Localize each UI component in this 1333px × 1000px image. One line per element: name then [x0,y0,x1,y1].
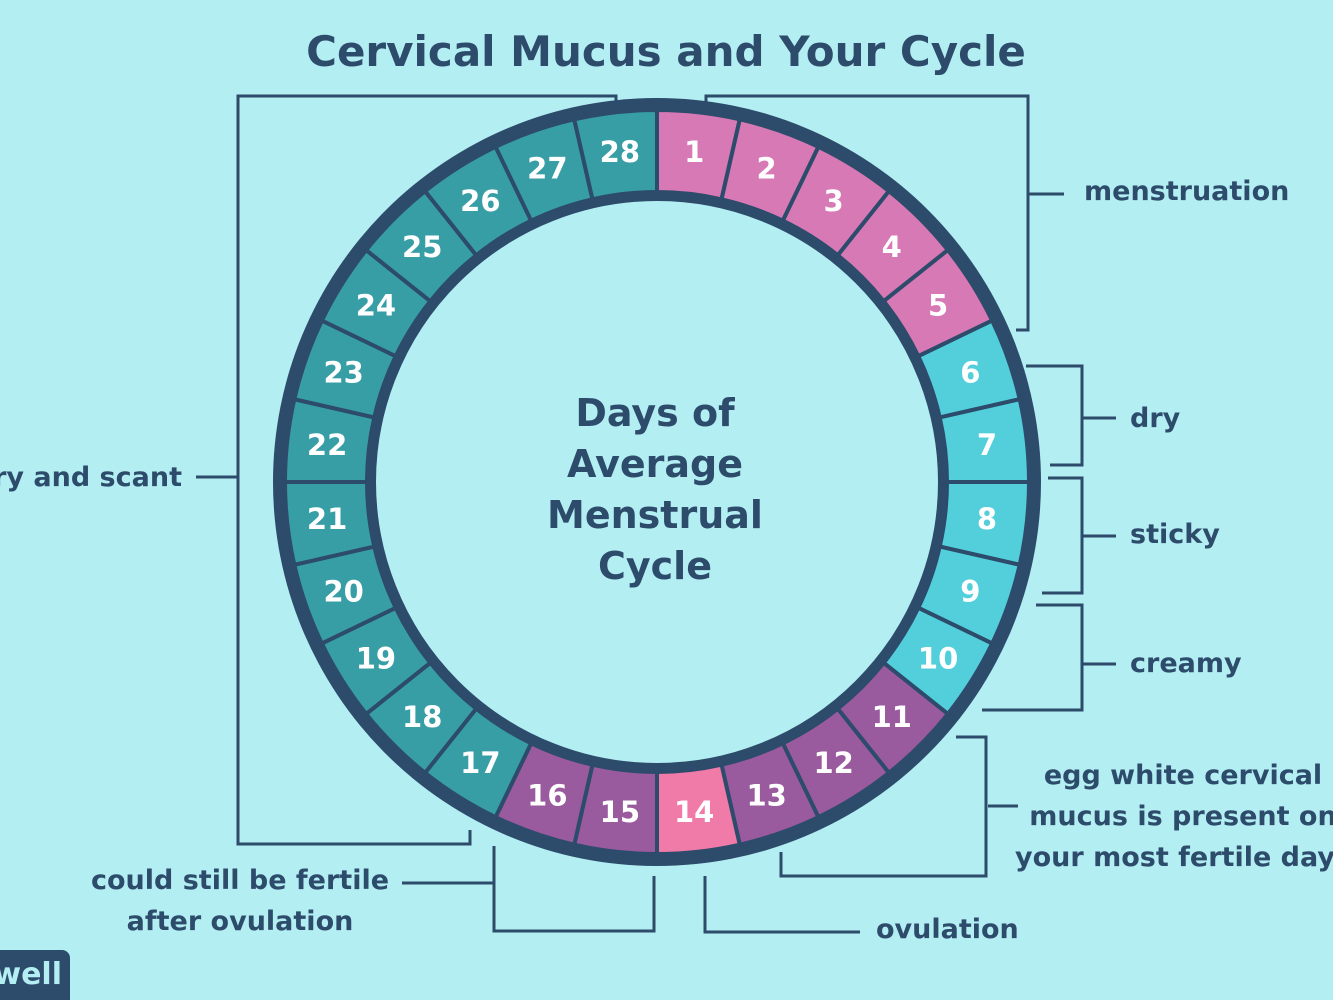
center-line-4: Cycle [598,544,712,588]
diagram-title: Cervical Mucus and Your Cycle [306,27,1026,76]
label-after-ovulation-1: could still be fertile [91,865,389,896]
center-line-1: Days of [575,391,735,435]
label-egg-white-1: egg white cervical [1044,760,1322,791]
label-creamy: creamy [1130,648,1242,679]
day-number-4: 4 [882,230,902,264]
day-number-5: 5 [928,288,948,322]
day-number-14: 14 [674,795,714,829]
label-ovulation: ovulation [876,914,1019,945]
ring-inner-disc [366,191,948,773]
label-after-ovulation-2: after ovulation [127,906,354,937]
day-number-28: 28 [600,135,640,169]
day-number-21: 21 [307,502,347,536]
label-dry: dry [1130,403,1181,434]
day-number-9: 9 [960,575,980,609]
day-number-6: 6 [960,355,980,389]
center-line-2: Average [567,442,743,486]
day-number-27: 27 [527,152,567,186]
day-number-17: 17 [460,746,500,780]
menstruation-bracket [704,94,1030,332]
center-line-3: Menstrual [547,493,763,537]
ovulation-bracket [703,876,860,934]
day-number-1: 1 [684,135,704,169]
day-number-13: 13 [746,778,786,812]
day-number-2: 2 [757,152,777,186]
day-number-26: 26 [460,184,500,218]
day-number-22: 22 [307,428,347,462]
day-number-15: 15 [600,795,640,829]
after-ovulation-bracket [492,846,656,933]
day-number-18: 18 [402,700,442,734]
dry-and-scant-bracket [236,94,618,846]
dry-bracket [1026,364,1084,467]
day-number-3: 3 [824,184,844,218]
label-egg-white-3: your most fertile day [1015,842,1333,873]
day-number-16: 16 [527,778,567,812]
label-egg-white-2: mucus is present on [1029,801,1333,832]
day-number-20: 20 [323,575,363,609]
day-number-24: 24 [356,288,396,322]
brand-logo: well [0,950,70,1000]
day-number-12: 12 [813,746,853,780]
day-number-8: 8 [977,502,997,536]
label-sticky: sticky [1130,519,1220,550]
day-number-25: 25 [402,230,442,264]
creamy-bracket [982,603,1084,712]
sticky-bracket [1042,476,1084,595]
egg-white-bracket [779,735,988,878]
label-menstruation: menstruation [1084,176,1289,207]
day-number-19: 19 [356,642,396,676]
label-dry-and-scant: dry and scant [0,462,182,493]
day-number-7: 7 [977,428,997,462]
day-number-23: 23 [323,355,363,389]
day-number-11: 11 [872,700,912,734]
day-number-10: 10 [918,642,958,676]
